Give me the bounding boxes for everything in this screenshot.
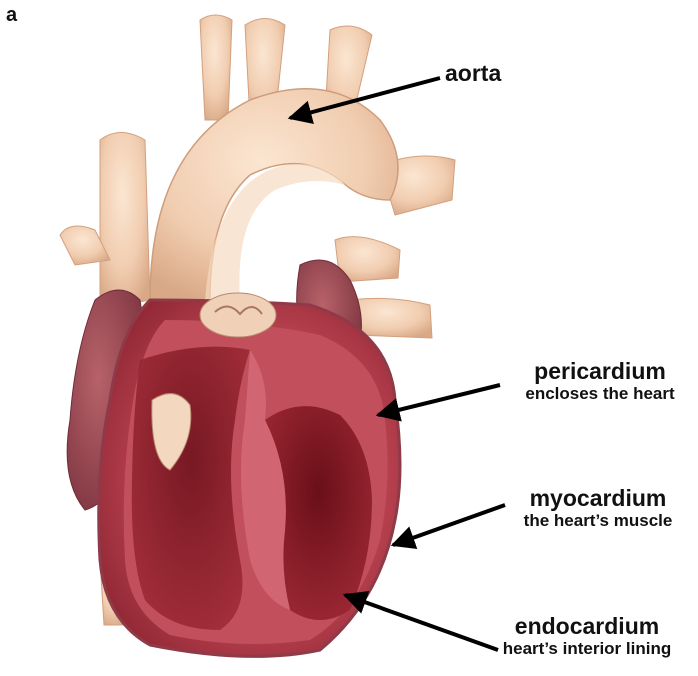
myocardium-title: myocardium [500, 485, 696, 511]
endocardium-arrow-line [345, 595, 498, 650]
endocardium-title: endocardium [478, 613, 696, 639]
myocardium-label: myocardium the heart’s muscle [500, 485, 696, 531]
myocardium-subtitle: the heart’s muscle [500, 511, 696, 531]
endocardium-label: endocardium heart’s interior lining [478, 613, 696, 659]
pericardium-label: pericardium encloses the heart [505, 358, 695, 404]
pericardium-subtitle: encloses the heart [505, 384, 695, 404]
aorta-label: aorta [445, 60, 501, 86]
endocardium-subtitle: heart’s interior lining [478, 639, 696, 659]
aorta-title: aorta [445, 60, 501, 86]
pericardium-title: pericardium [505, 358, 695, 384]
myocardium-arrow [393, 505, 505, 545]
panel-label: a [6, 4, 17, 27]
